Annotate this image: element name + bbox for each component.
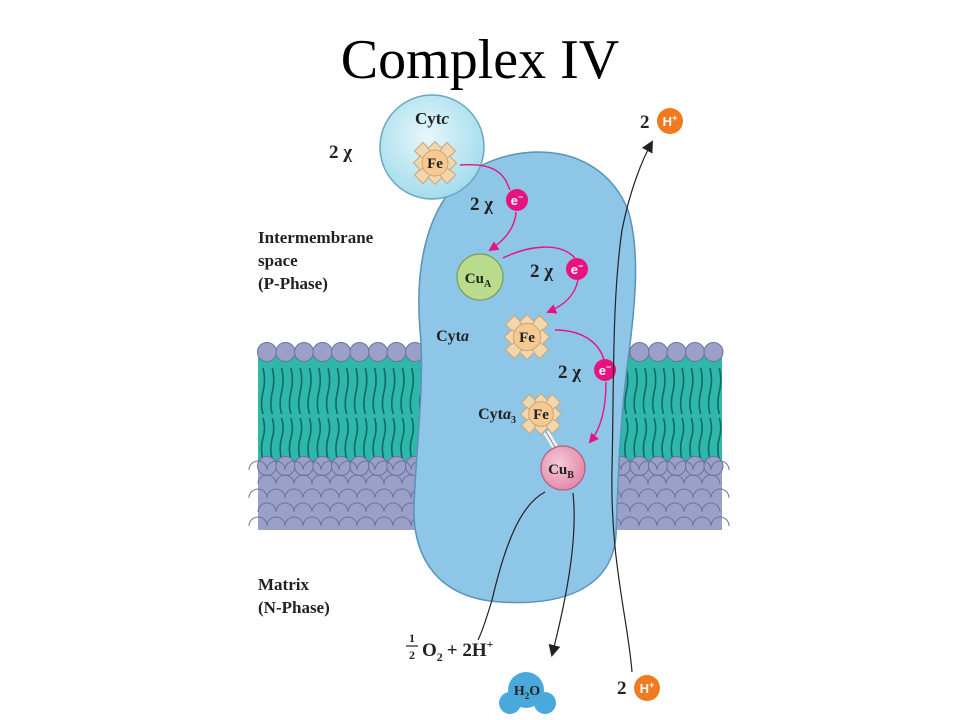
chi-label-cytc: 2 χ: [329, 142, 352, 163]
electron-icon: [506, 189, 528, 211]
protons-out: 2 H+: [640, 108, 683, 134]
cyt-a3-label: Cyta3: [478, 406, 516, 426]
electron-transfer-2: 2 χ e−: [530, 258, 588, 282]
svg-text:e−: e−: [571, 261, 584, 277]
svg-text:e−: e−: [511, 192, 524, 208]
electron-transfer-3: 2 χ e−: [558, 359, 616, 383]
svg-text:H+: H+: [640, 680, 655, 696]
membrane-left: [248, 342, 430, 530]
heme-cyt-a3-icon: [519, 392, 563, 436]
cytc-name: Cyt: [415, 109, 442, 128]
electron-arrow-3: [502, 246, 576, 259]
proton-icon: [657, 108, 683, 134]
matrix-label: Matrix (N-Phase): [258, 575, 330, 617]
electron-arrow-5: [554, 329, 605, 361]
electron-transfer-1: 2 χ e−: [470, 189, 528, 215]
cytc-suffix: c: [441, 109, 449, 128]
svg-text:e−: e−: [599, 362, 612, 378]
cyt-a3-metal: Fe: [533, 407, 549, 423]
svg-text:2 χ: 2 χ: [558, 362, 581, 383]
svg-text:CuB: CuB: [548, 462, 574, 481]
water-molecule-icon: H2O: [499, 672, 556, 714]
protons-in: 2 H+: [617, 675, 660, 701]
water-out-arrow: [548, 492, 575, 657]
cyt-a-metal: Fe: [519, 330, 535, 346]
svg-text:1: 1: [409, 631, 415, 645]
cu-a-center: CuA: [456, 253, 504, 301]
electron-arrow-2: [488, 211, 517, 252]
cytochrome-c: Cytc Fe: [379, 94, 485, 200]
oxygen-reactant: 1 2 O2+ 2H+: [406, 631, 494, 664]
svg-text:2: 2: [409, 648, 415, 662]
cyt-a-label: Cyta: [436, 328, 469, 345]
svg-text:2: 2: [617, 678, 627, 699]
svg-text:H+: H+: [663, 113, 678, 129]
svg-text:CuA: CuA: [465, 271, 492, 290]
svg-text:2 χ: 2 χ: [470, 194, 493, 215]
heme-cyt-a-icon: [503, 313, 551, 361]
membrane-right: [602, 342, 730, 530]
svg-text:Cytc: Cytc: [415, 109, 449, 128]
svg-text:H2O: H2O: [514, 684, 540, 701]
electron-icon: [594, 359, 616, 381]
electron-arrow-6: [588, 381, 607, 444]
cu-b-center: CuB: [540, 445, 586, 491]
page-title: Complex IV: [340, 29, 620, 91]
svg-text:2: 2: [640, 112, 650, 133]
proton-icon: [634, 675, 660, 701]
cytc-metal: Fe: [427, 156, 443, 172]
svg-text:2 χ: 2 χ: [530, 261, 553, 282]
electron-icon: [566, 258, 588, 280]
heme-cytc-icon: [412, 140, 458, 186]
oxygen-in-line: [477, 491, 546, 641]
svg-text:O2+ 2H+: O2+ 2H+: [422, 637, 494, 664]
proton-pump-arrow: [611, 140, 653, 673]
electron-arrow-1: [459, 163, 511, 191]
electron-arrow-4: [546, 279, 579, 314]
intermembrane-label: Intermembrane space (P-Phase): [258, 228, 377, 293]
